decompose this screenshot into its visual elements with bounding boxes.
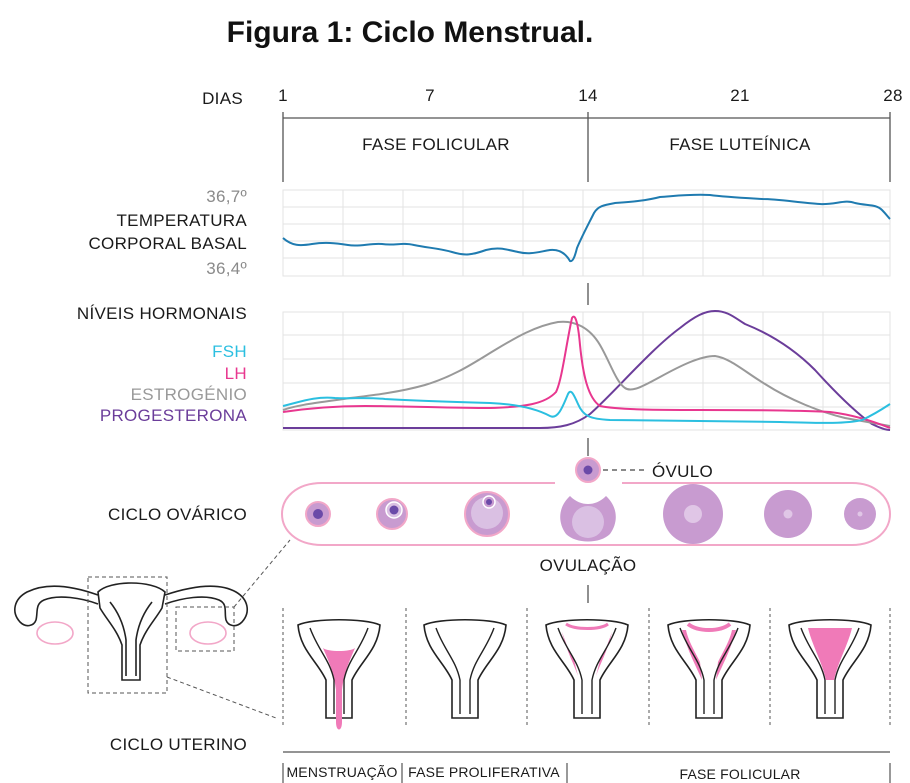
figure-title: Figura 1: Ciclo Menstrual.: [227, 16, 594, 49]
temp-max-label: 36,7º: [206, 187, 247, 206]
stage-menstruation-label: MENSTRUAÇÃO: [286, 764, 397, 780]
follicles: [306, 484, 876, 544]
day-tick-14: 14: [578, 86, 598, 105]
uterine-cycle-label: CICLO UTERINO: [110, 735, 247, 754]
ovum: [576, 458, 600, 482]
temp-label-line1: TEMPERATURA: [117, 211, 248, 230]
temp-label-line2: CORPORAL BASAL: [88, 234, 247, 253]
zoom-callouts: [88, 540, 290, 718]
uterus-illustration: [15, 583, 247, 680]
uterus-stage-menstruation: [298, 620, 380, 730]
temperature-curve: [283, 195, 890, 261]
uterine-dividers: [283, 608, 890, 728]
day-tick-21: 21: [730, 86, 750, 105]
legend-fsh: FSH: [212, 342, 247, 361]
uterus-stage-mid-secretory: [668, 620, 750, 718]
hormones-heading: NÍVEIS HORMONAIS: [77, 304, 247, 323]
ovarian-cycle-label: CICLO OVÁRICO: [108, 505, 247, 524]
follicular-phase-label: FASE FOLICULAR: [362, 135, 510, 154]
ovulation-label: OVULAÇÃO: [540, 556, 637, 575]
temp-min-label: 36,4º: [206, 259, 247, 278]
stage-follicular-label: FASE FOLICULAR: [679, 766, 800, 782]
day-tick-1: 1: [278, 86, 288, 105]
legend-lh: LH: [225, 364, 247, 383]
stage-proliferative-label: FASE PROLIFERATIVA: [408, 764, 560, 780]
ovum-label: ÓVULO: [652, 462, 713, 481]
uterus-stage-early-secretory: [546, 620, 628, 718]
uterus-stage-proliferative: [424, 620, 506, 718]
legend-progesterone: PROGESTERONA: [100, 406, 248, 425]
lh-curve: [283, 317, 890, 428]
days-label: DIAS: [202, 89, 243, 108]
day-tick-7: 7: [425, 86, 435, 105]
legend-estrogen: ESTROGÉNIO: [131, 385, 247, 404]
day-tick-28: 28: [883, 86, 903, 105]
uterus-stage-late-secretory: [789, 620, 871, 718]
luteal-phase-label: FASE LUTEÍNICA: [669, 135, 811, 154]
